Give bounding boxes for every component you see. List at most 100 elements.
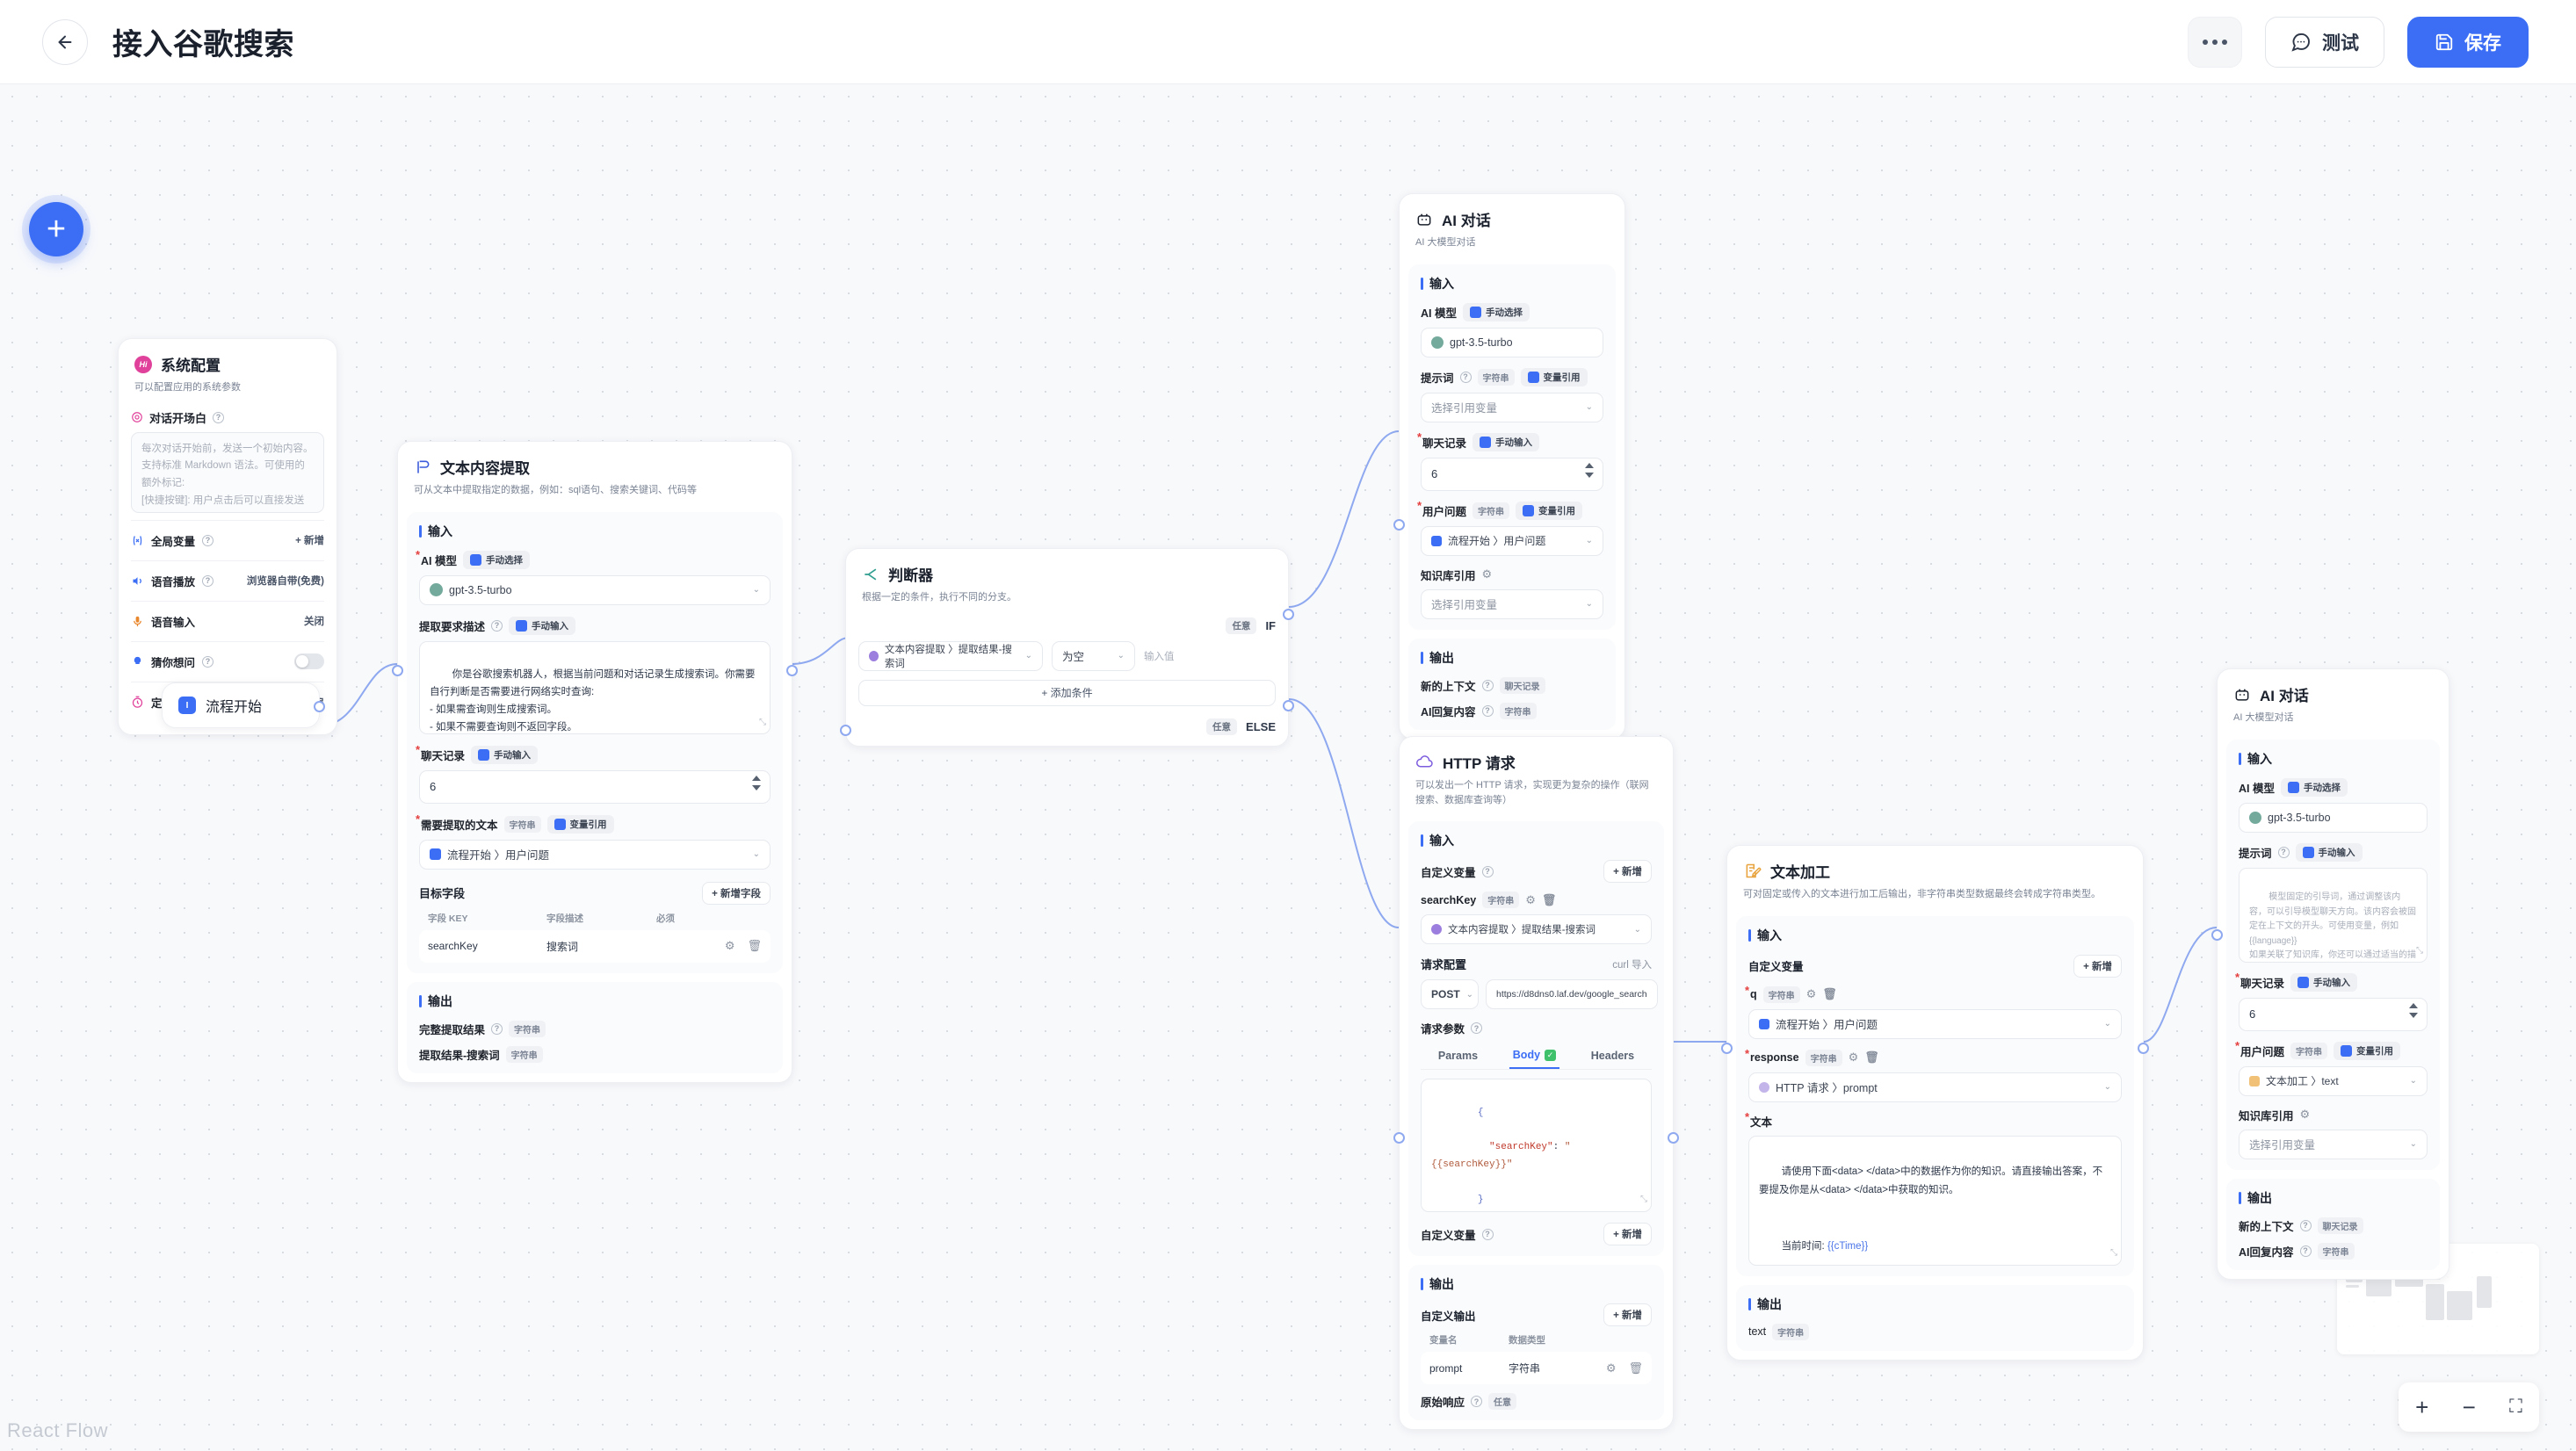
node-system-config[interactable]: Hi 系统配置 可以配置应用的系统参数 对话开场白 ? 每次对话开始前，发送一个…: [118, 338, 337, 735]
help-icon[interactable]: ?: [202, 655, 214, 668]
chatlog-number-input[interactable]: 6: [1421, 457, 1603, 491]
stepper-icons[interactable]: [2409, 1002, 2418, 1018]
help-icon[interactable]: ?: [1471, 1022, 1483, 1034]
help-icon[interactable]: ?: [2299, 1219, 2312, 1231]
trash-icon[interactable]: 🗑: [1822, 987, 1837, 1000]
prompt-textarea[interactable]: 模型固定的引导词，通过调整该内容，可以引导模型聊天方向。该内容会被固定在上下文的…: [2239, 867, 2428, 963]
var-q-select[interactable]: 流程开始 〉用户问题 ⌄: [1748, 1008, 2122, 1039]
text-process-output-handle[interactable]: [2138, 1043, 2149, 1054]
kb-select[interactable]: 选择引用变量 ⌄: [1421, 588, 1603, 619]
ai-model-select[interactable]: gpt-3.5-turbo: [2239, 802, 2428, 833]
table-row[interactable]: searchKey 搜索词 ⚙ 🗑: [419, 929, 771, 963]
condition-if-handle[interactable]: [1283, 609, 1294, 620]
prompt-select[interactable]: 选择引用变量 ⌄: [1421, 392, 1603, 422]
http-body-editor[interactable]: { "searchKey": "{{searchKey}}" } ⤡: [1421, 1079, 1652, 1212]
question-select[interactable]: 流程开始 〉用户问题 ⌄: [1421, 525, 1603, 556]
condition-value-input[interactable]: 输入值: [1144, 651, 1175, 662]
guess-question-toggle[interactable]: [294, 653, 324, 669]
node-ai-chat-top[interactable]: AI 对话 AI 大模型对话 输入 AI 模型 手动选择 gpt-3.5-tur…: [1393, 193, 1625, 740]
add-output-button[interactable]: + 新增: [1603, 1303, 1652, 1326]
var-ref-chip[interactable]: 变量引用: [1516, 501, 1583, 520]
help-icon[interactable]: ?: [1471, 1396, 1483, 1407]
stepper-icons[interactable]: [752, 775, 761, 790]
http-url-input[interactable]: https://d8dns0.laf.dev/google_search: [1486, 979, 1658, 1009]
add-field-button[interactable]: + 新增字段: [702, 881, 771, 905]
add-variable-button[interactable]: + 新增: [1603, 860, 1652, 883]
tab-headers[interactable]: Headers: [1590, 1050, 1635, 1062]
manual-select-chip[interactable]: 手动选择: [1462, 302, 1530, 321]
curl-import-button[interactable]: curl 导入: [1612, 959, 1652, 971]
sys-row-guess-question[interactable]: 猜你想问 ?: [131, 640, 324, 682]
help-icon[interactable]: ?: [491, 619, 503, 632]
add-condition-button[interactable]: + 添加条件: [858, 679, 1276, 706]
text-extract-output-handle[interactable]: [786, 665, 798, 676]
text-extract-input-handle[interactable]: [392, 665, 403, 676]
gear-icon[interactable]: ⚙: [1525, 892, 1536, 906]
stepper-icons[interactable]: [1585, 462, 1594, 478]
node-ai-chat-right[interactable]: AI 对话 AI 大模型对话 输入 AI 模型 手动选择 gpt-3.5-tur…: [2211, 668, 2449, 1280]
help-icon[interactable]: ?: [2299, 1245, 2312, 1257]
back-button[interactable]: [42, 18, 88, 65]
kb-select[interactable]: 选择引用变量 ⌄: [2239, 1129, 2428, 1159]
text-process-input-handle[interactable]: [1721, 1043, 1733, 1054]
chatlog-number-input[interactable]: 6: [419, 769, 771, 804]
node-condition[interactable]: 判断器 根据一定的条件，执行不同的分支。 任意 IF 文本内容提取 〉提取结果-…: [840, 548, 1294, 747]
condition-else-handle[interactable]: [1283, 700, 1294, 711]
manual-input-chip[interactable]: 手动输入: [2290, 972, 2358, 992]
sys-row-voice-playback[interactable]: 语音播放 ? 浏览器自带(免费): [131, 559, 324, 601]
ai-model-select[interactable]: gpt-3.5-turbo: [1421, 327, 1603, 357]
help-icon[interactable]: ?: [202, 574, 214, 587]
gear-icon[interactable]: ⚙: [1848, 1050, 1859, 1064]
var-ref-chip[interactable]: 变量引用: [1520, 367, 1588, 386]
question-select[interactable]: 文本加工 〉text ⌄: [2239, 1065, 2428, 1096]
help-icon[interactable]: ?: [1481, 679, 1494, 691]
trash-icon[interactable]: 🗑: [747, 939, 762, 952]
tab-body[interactable]: Body ✓: [1509, 1043, 1560, 1069]
more-options-button[interactable]: [2188, 16, 2242, 68]
condition-operator-select[interactable]: 为空 ⌄: [1052, 640, 1135, 671]
node-http-request[interactable]: HTTP 请求 可以发出一个 HTTP 请求，实现更为复杂的操作（联网搜索、数据…: [1393, 736, 1679, 1430]
help-icon[interactable]: ?: [1481, 1228, 1494, 1240]
flow-canvas[interactable]: + Hi 系统配置 可以配置应用的系统参数 对话开场白 ? 每次对话开始前，发送…: [0, 84, 2576, 1451]
gear-icon[interactable]: ⚙: [1605, 1361, 1617, 1375]
test-button[interactable]: 测试: [2265, 16, 2384, 68]
sys-row-global-vars[interactable]: 全局变量 ? + 新增: [131, 519, 324, 560]
extract-req-textarea[interactable]: 你是谷歌搜索机器人，根据当前问题和对话记录生成搜索词。你需要自行判断是否需要进行…: [419, 640, 771, 734]
node-text-extract[interactable]: 文本内容提取 可从文本中提取指定的数据，例如：sql语句、搜索关键词、代码等 输…: [392, 441, 798, 1083]
global-vars-action[interactable]: + 新增: [295, 536, 324, 546]
resize-handle-icon[interactable]: ⤡: [2416, 946, 2423, 956]
help-icon[interactable]: ?: [1481, 704, 1494, 717]
gear-icon[interactable]: ⚙: [2299, 1108, 2311, 1121]
add-variable-button-2[interactable]: + 新增: [1603, 1223, 1652, 1245]
node-flow-start[interactable]: I 流程开始: [162, 682, 325, 728]
condition-variable-select[interactable]: 文本内容提取 〉提取结果-搜索词 ⌄: [858, 640, 1043, 671]
tab-params[interactable]: Params: [1437, 1050, 1479, 1062]
var-ref-chip[interactable]: 变量引用: [546, 814, 614, 834]
save-button[interactable]: 保存: [2407, 16, 2529, 68]
opening-textarea[interactable]: 每次对话开始前，发送一个初始内容。支持标准 Markdown 语法。可使用的额外…: [131, 431, 324, 513]
node-text-process[interactable]: 文本加工 可对固定或传入的文本进行加工后输出，非字符串类型数据最终会转成字符串类…: [1721, 845, 2149, 1361]
gear-icon[interactable]: ⚙: [1805, 987, 1817, 1000]
condition-input-handle[interactable]: [840, 725, 851, 736]
help-icon[interactable]: ?: [202, 534, 214, 546]
help-icon[interactable]: ?: [213, 411, 225, 423]
zoom-controls[interactable]: + − ⛶: [2399, 1382, 2539, 1432]
zoom-out-button[interactable]: −: [2462, 1393, 2476, 1420]
extract-text-select[interactable]: 流程开始 〉用户问题 ⌄: [419, 839, 771, 870]
manual-input-chip[interactable]: 手动输入: [2295, 842, 2363, 862]
ai-chat-right-input-handle[interactable]: [2211, 929, 2223, 941]
text-process-textarea[interactable]: 请使用下面<data> </data>中的数据作为你的知识。请直接输出答案，不要…: [1748, 1135, 2122, 1266]
help-icon[interactable]: ?: [1481, 865, 1494, 877]
add-node-button[interactable]: +: [29, 202, 83, 256]
resize-handle-icon[interactable]: ⤡: [1640, 1195, 1647, 1205]
http-output-handle[interactable]: [1668, 1132, 1679, 1144]
table-row[interactable]: prompt 字符串 ⚙ 🗑: [1421, 1352, 1652, 1384]
add-variable-button[interactable]: + 新增: [2073, 954, 2122, 978]
trash-icon[interactable]: 🗑: [1628, 1361, 1643, 1375]
flow-start-output-handle[interactable]: [314, 701, 325, 712]
chatlog-number-input[interactable]: 6: [2239, 997, 2428, 1031]
manual-input-chip[interactable]: 手动输入: [1473, 432, 1540, 451]
gear-icon[interactable]: ⚙: [724, 939, 735, 952]
help-icon[interactable]: ?: [2277, 846, 2290, 858]
resize-handle-icon[interactable]: ⤡: [759, 718, 766, 728]
